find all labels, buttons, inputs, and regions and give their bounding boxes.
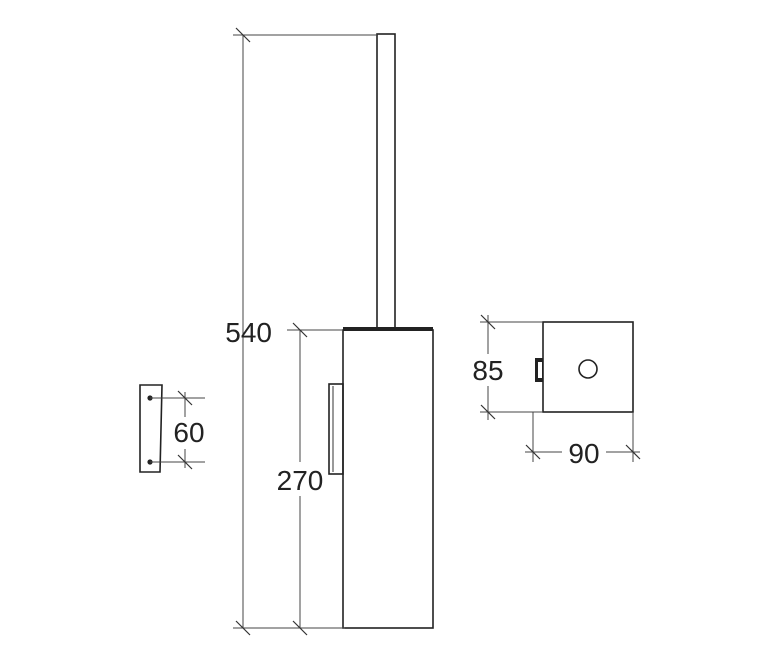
tick-mark bbox=[292, 322, 308, 338]
top-view-outline bbox=[542, 321, 634, 413]
side-grip bbox=[328, 383, 344, 475]
dimension-label-85: 85 bbox=[472, 355, 503, 386]
wall-bracket-view: 60 bbox=[139, 384, 210, 473]
dimension-body-height: 270 bbox=[272, 322, 343, 636]
tick-mark bbox=[177, 454, 193, 470]
dimension-total-height: 540 bbox=[225, 27, 378, 636]
holder-body bbox=[342, 329, 434, 629]
tick-mark bbox=[480, 404, 496, 420]
wall-bracket bbox=[139, 384, 163, 473]
top-view-grip-inner bbox=[538, 362, 542, 378]
label-background bbox=[468, 354, 508, 386]
handle-rod bbox=[376, 33, 396, 331]
dimension-label-90: 90 bbox=[568, 438, 599, 469]
label-background bbox=[170, 417, 210, 449]
tick-mark bbox=[235, 620, 251, 636]
tick-mark bbox=[625, 444, 641, 460]
tick-mark bbox=[292, 620, 308, 636]
dimension-label-60: 60 bbox=[173, 417, 204, 448]
dimension-label-270: 270 bbox=[277, 465, 324, 496]
dimension-depth: 85 bbox=[468, 314, 543, 420]
label-background bbox=[562, 438, 606, 468]
tick-mark bbox=[235, 27, 251, 43]
dimension-label-540: 540 bbox=[225, 317, 272, 348]
tick-mark bbox=[177, 390, 193, 406]
label-background bbox=[272, 462, 326, 496]
rod-hole bbox=[578, 359, 598, 379]
body-top-edge bbox=[343, 327, 433, 331]
tick-mark bbox=[525, 444, 541, 460]
dimension-width: 90 bbox=[525, 412, 641, 469]
front-view bbox=[328, 33, 434, 629]
tick-mark bbox=[480, 314, 496, 330]
top-view bbox=[535, 321, 634, 413]
